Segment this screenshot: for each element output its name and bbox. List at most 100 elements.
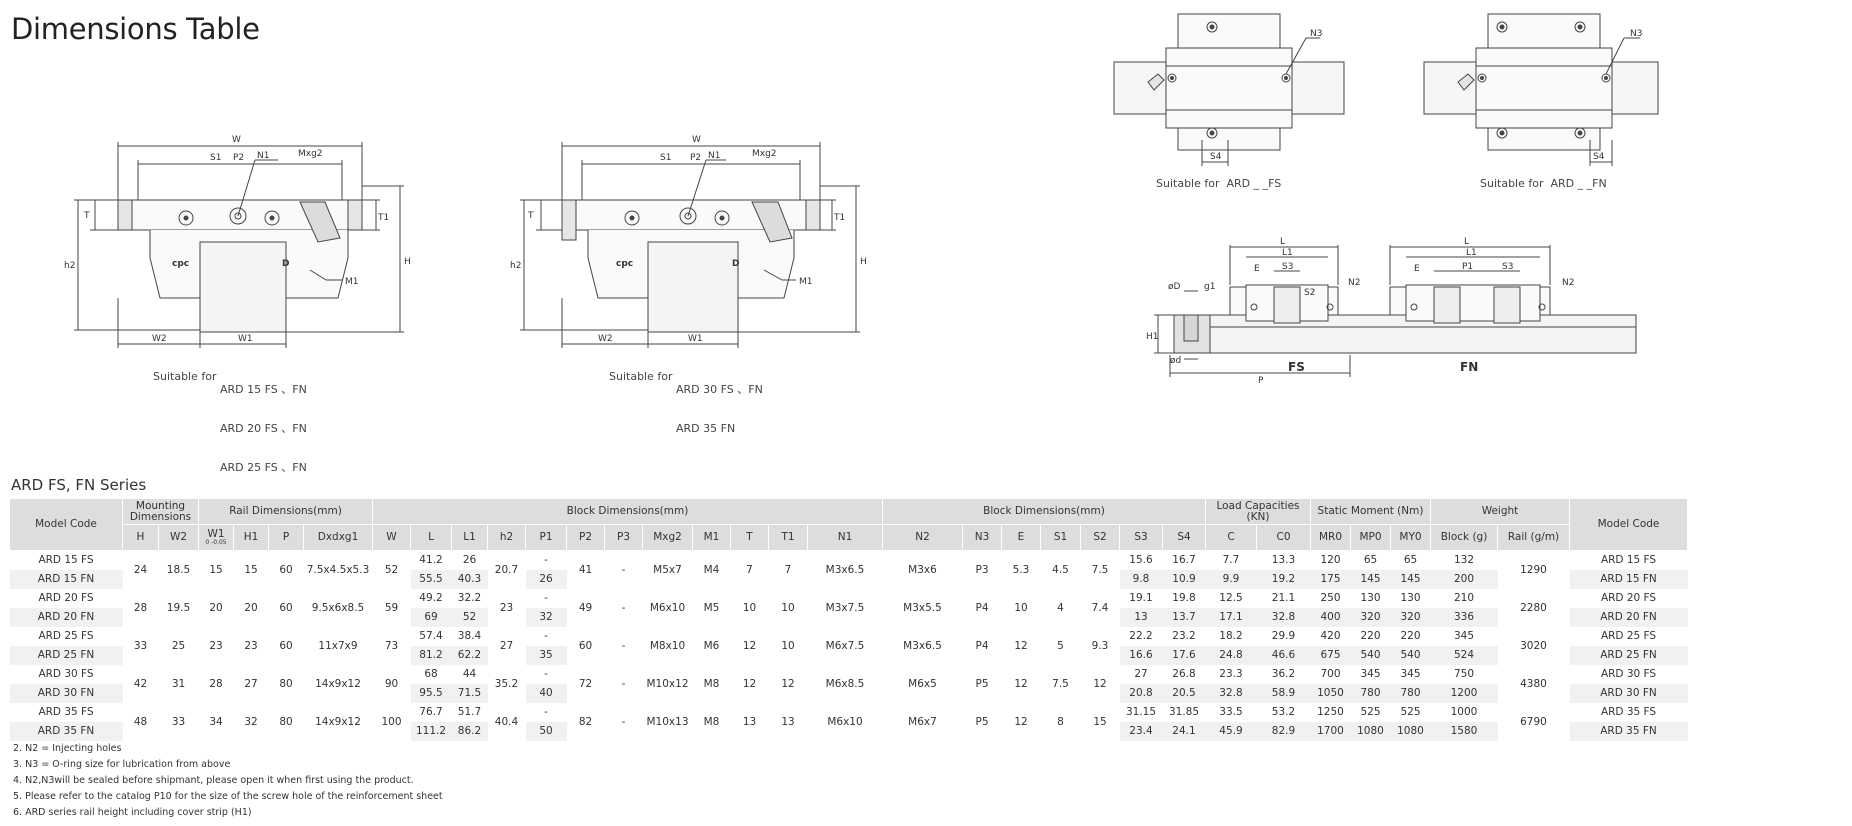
table-cell: 540 <box>1390 646 1431 665</box>
col-header: S4 <box>1162 524 1206 551</box>
table-cell: 49.2 <box>410 589 452 608</box>
table-cell: 13.3 <box>1256 550 1311 570</box>
col-header: T1 <box>768 524 808 551</box>
table-cell: 14x9x12 <box>303 665 373 703</box>
dim-label-p1: P1 <box>1462 262 1473 272</box>
col-header: P3 <box>604 524 643 551</box>
col-header: P2 <box>566 524 605 551</box>
col-header: Block (g) <box>1430 524 1498 551</box>
dim-label-t: T <box>83 211 90 221</box>
table-cell-model: ARD 25 FS <box>9 627 123 646</box>
table-cell: 34 <box>198 703 234 741</box>
table-cell: M10x12 <box>642 665 693 703</box>
table-cell: 15 <box>198 550 234 589</box>
note-item: 3. N3 = O-ring size for lubrication from… <box>13 759 231 770</box>
table-cell: 12 <box>1001 703 1041 741</box>
table-cell: P4 <box>962 627 1002 665</box>
table-cell: 13 <box>730 703 769 741</box>
table-cell: 9.8 <box>1119 570 1163 589</box>
table-cell: 81.2 <box>410 646 452 665</box>
dim-label-n2-fn: N2 <box>1562 278 1574 288</box>
col-header: Mxg2 <box>642 524 693 551</box>
table-cell: 86.2 <box>451 722 488 741</box>
table-cell: 26.8 <box>1162 665 1206 684</box>
caption-prefix: Suitable for <box>609 370 673 383</box>
table-cell: 40.3 <box>451 570 488 589</box>
logo-mark: D <box>732 259 739 269</box>
dim-label-mxg2: Mxg2 <box>298 149 323 159</box>
table-cell: 31 <box>158 665 199 703</box>
col-header: h2 <box>487 524 526 551</box>
table-cell: 23 <box>198 627 234 665</box>
dim-label-w1: W1 <box>688 334 703 344</box>
table-cell: - <box>525 665 567 684</box>
table-cell: 12 <box>1080 665 1120 703</box>
dim-label-w2: W2 <box>598 334 613 344</box>
table-cell: 7.4 <box>1080 589 1120 627</box>
table-cell: 19.2 <box>1256 570 1311 589</box>
table-cell: 12 <box>730 665 769 703</box>
table-cell: 1050 <box>1310 684 1351 703</box>
table-cell: 90 <box>372 665 411 703</box>
header-block-dimensions-2: Block Dimensions(mm) <box>882 498 1206 525</box>
dim-label-h: H <box>860 257 867 267</box>
table-cell: 5 <box>1040 627 1081 665</box>
dim-label-t: T <box>527 211 534 221</box>
col-header: H <box>122 524 159 551</box>
table-cell-model: ARD 20 FN <box>9 608 123 627</box>
table-cell: - <box>604 550 643 589</box>
table-cell: 1250 <box>1310 703 1351 722</box>
table-cell: M6x8.5 <box>807 665 883 703</box>
table-cell: 111.2 <box>410 722 452 741</box>
table-cell: 28 <box>198 665 234 703</box>
caption-line: ARD 35 FN <box>676 422 736 435</box>
table-cell: M8x10 <box>642 627 693 665</box>
logo-cpc: cpc <box>616 259 633 269</box>
table-cell: 19.5 <box>158 589 199 627</box>
table-cell: M5x7 <box>642 550 693 589</box>
table-cell: 400 <box>1310 608 1351 627</box>
table-cell: 60 <box>268 550 304 589</box>
table-cell-model: ARD 20 FS <box>9 589 123 608</box>
dim-label-od: øD <box>1168 282 1181 292</box>
table-cell: 17.1 <box>1205 608 1257 627</box>
table-cell-model: ARD 35 FS <box>1569 703 1688 722</box>
dim-label-g1: g1 <box>1204 282 1215 292</box>
table-cell: - <box>525 589 567 608</box>
col-header: N1 <box>807 524 883 551</box>
table-cell: 13 <box>1119 608 1163 627</box>
table-cell: 7.5 <box>1080 550 1120 589</box>
header-rail-dimensions: Rail Dimensions(mm) <box>198 498 373 525</box>
table-cell-model: ARD 35 FN <box>9 722 123 741</box>
table-cell: M3x6 <box>882 550 963 589</box>
table-cell: 1700 <box>1310 722 1351 741</box>
table-cell-model: ARD 25 FS <box>1569 627 1688 646</box>
dim-label-s4: S4 <box>1593 152 1605 162</box>
col-header: L1 <box>451 524 488 551</box>
front-view-drawing-large: W P2 Mxg2 S1 N1 T h2 T1 H M1 W2 W1 cpc D <box>510 135 867 348</box>
table-cell: 18.5 <box>158 550 199 589</box>
dim-label-mxg2: Mxg2 <box>752 149 777 159</box>
table-cell: 750 <box>1430 665 1498 684</box>
table-cell: 12 <box>1001 627 1041 665</box>
notes-list: 2. N2 = Injecting holes 3. N3 = O-ring s… <box>13 741 443 821</box>
table-cell: 80 <box>268 665 304 703</box>
table-cell: 82 <box>566 703 605 741</box>
caption-line: ARD 20 FS 、FN <box>220 422 307 435</box>
table-cell: 33 <box>158 703 199 741</box>
dim-label-s1: S1 <box>210 153 221 163</box>
table-cell: 24.8 <box>1205 646 1257 665</box>
col-header: L <box>410 524 452 551</box>
table-cell: M6x5 <box>882 665 963 703</box>
table-cell: P5 <box>962 665 1002 703</box>
dim-label-w: W <box>692 135 701 145</box>
table-cell: 19.8 <box>1162 589 1206 608</box>
table-cell: 51.7 <box>451 703 488 722</box>
table-cell: 130 <box>1350 589 1391 608</box>
table-cell: 250 <box>1310 589 1351 608</box>
dim-label-s2: S2 <box>1304 288 1315 298</box>
table-cell: 31.15 <box>1119 703 1163 722</box>
table-cell: 33 <box>122 627 159 665</box>
table-cell: 24.1 <box>1162 722 1206 741</box>
